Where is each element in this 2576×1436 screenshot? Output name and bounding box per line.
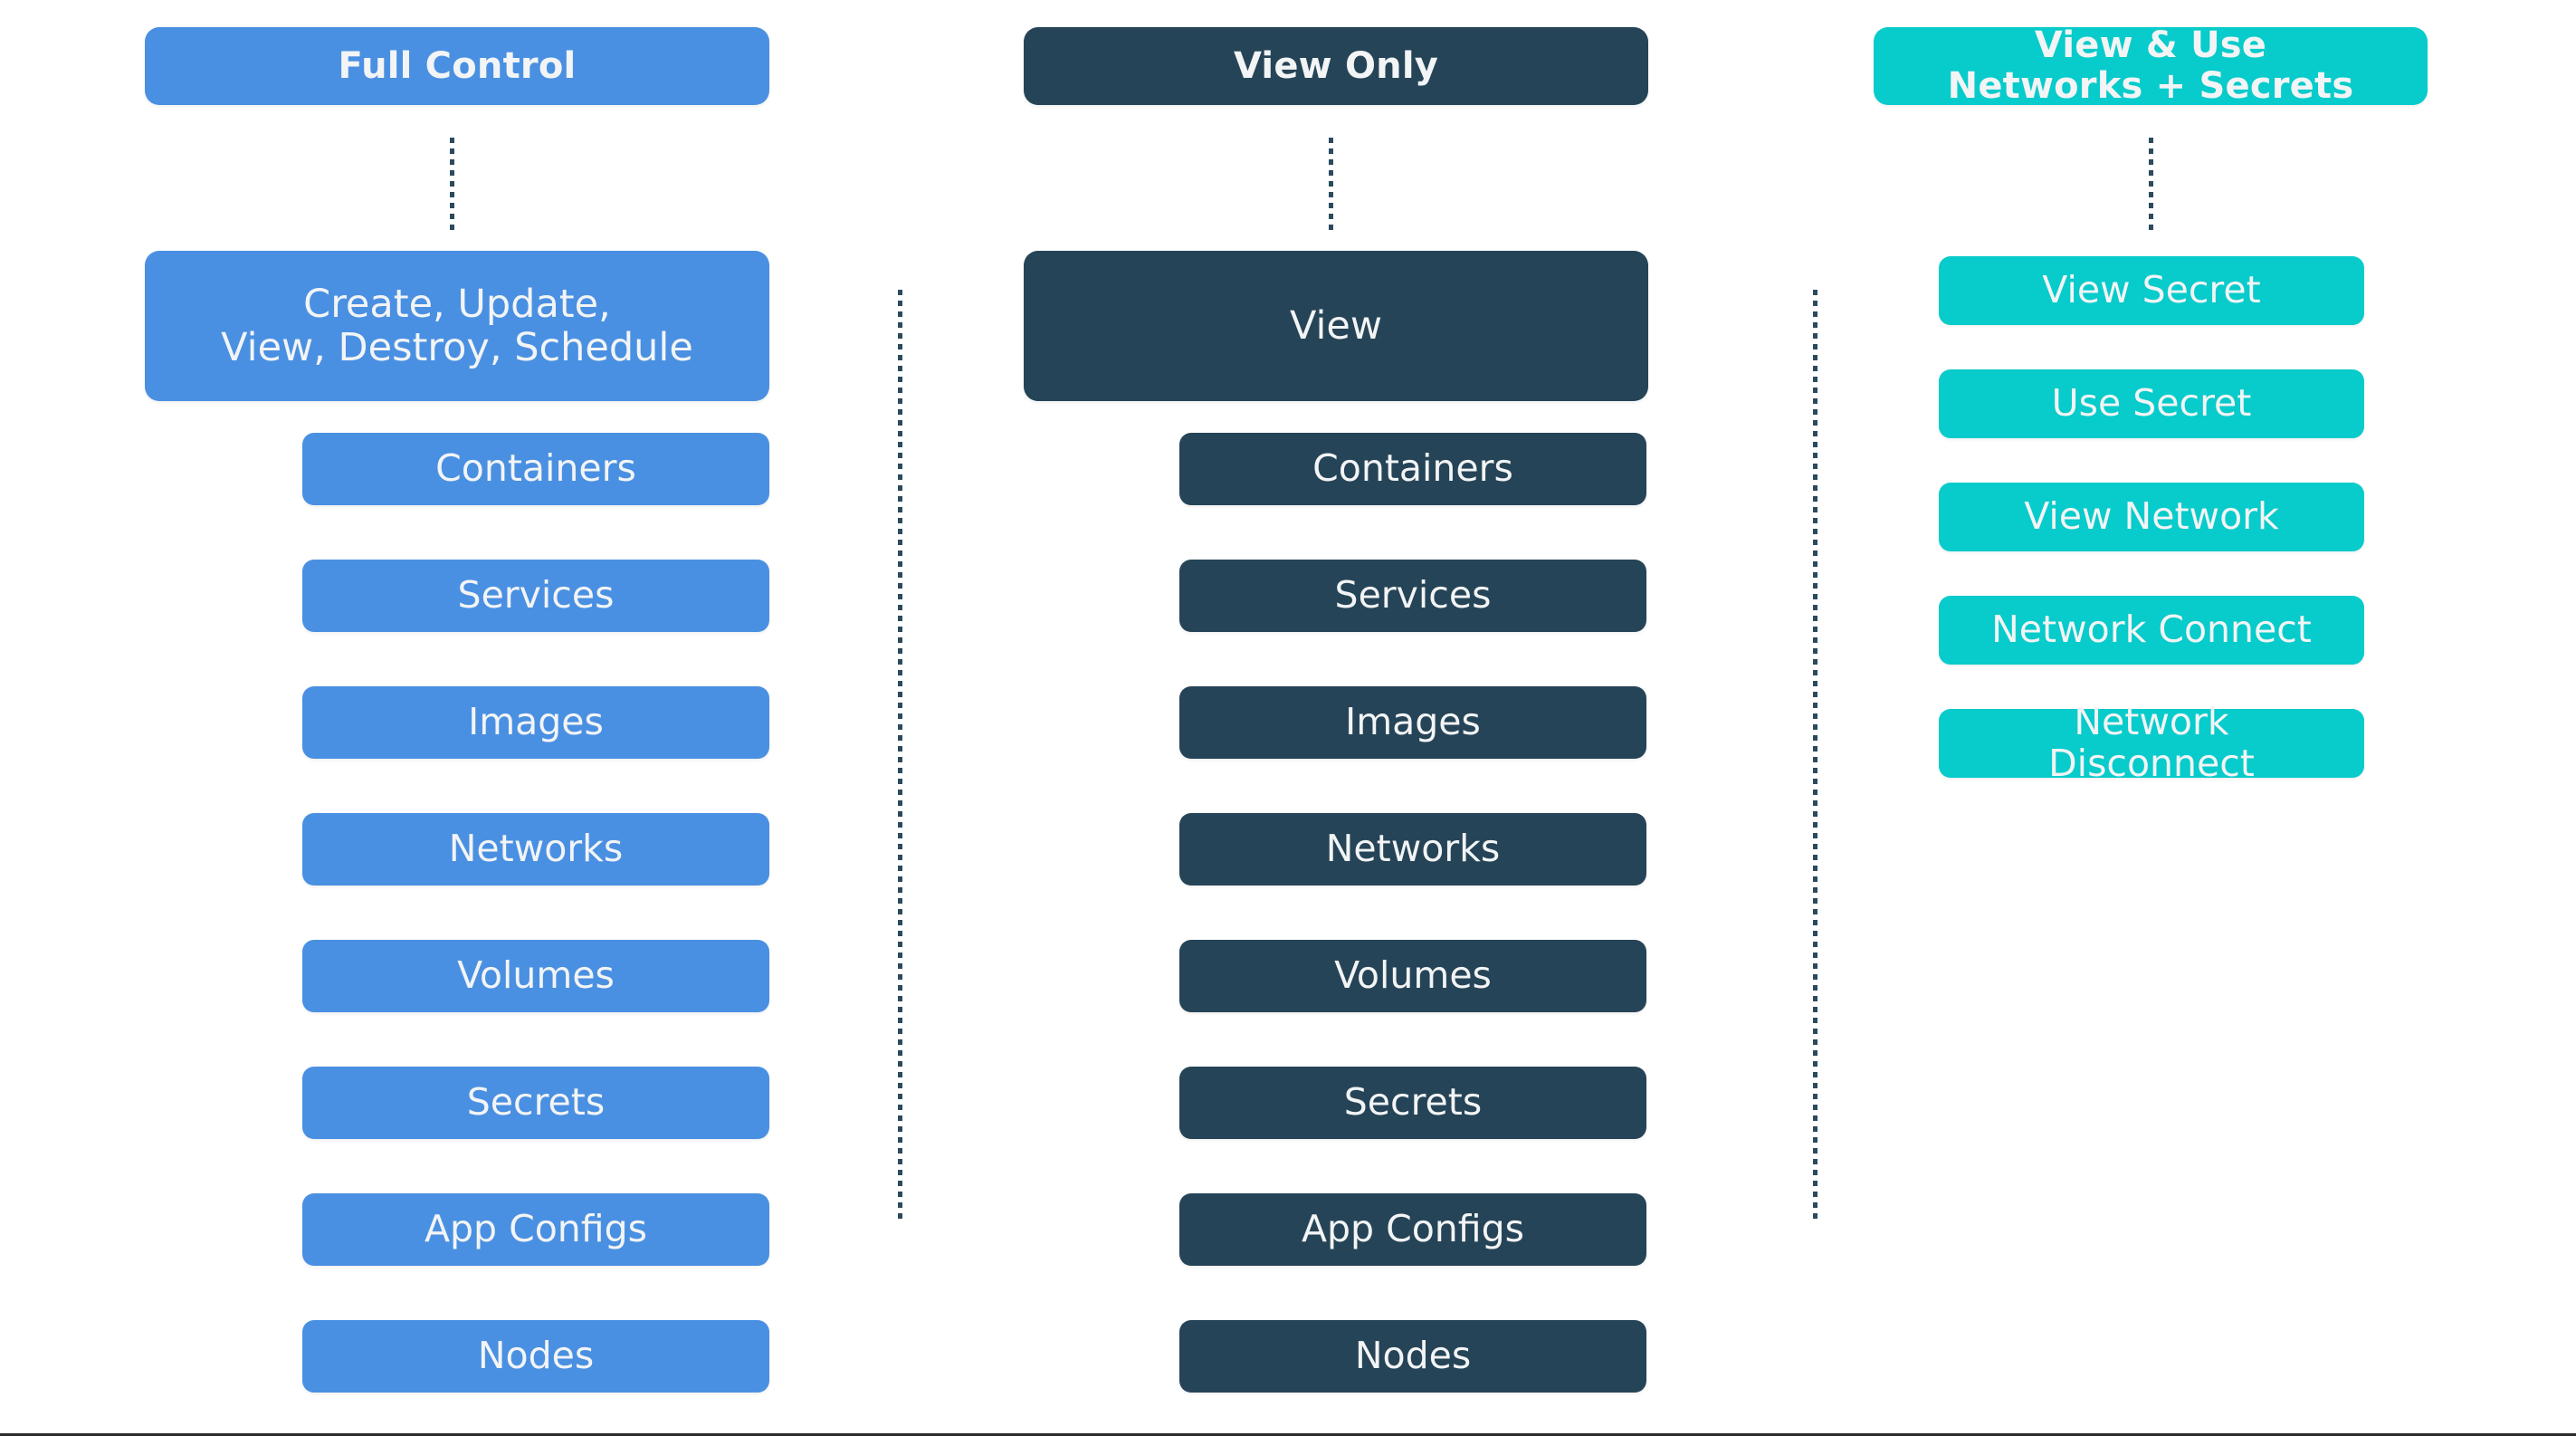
item-box[interactable]: Use Secret — [1939, 369, 2364, 438]
connector-dotted-full-control — [450, 138, 454, 232]
item-box[interactable]: Nodes — [1179, 1320, 1646, 1393]
item-box[interactable]: Secrets — [302, 1067, 769, 1139]
column-summary-view-only[interactable]: View — [1024, 251, 1648, 401]
item-box[interactable]: Secrets — [1179, 1067, 1646, 1139]
bottom-divider — [0, 1433, 2576, 1436]
item-box[interactable]: Networks — [1179, 813, 1646, 886]
item-box[interactable]: Containers — [302, 433, 769, 505]
item-box[interactable]: Services — [1179, 560, 1646, 632]
item-box[interactable]: Volumes — [302, 940, 769, 1012]
item-box[interactable]: Containers — [1179, 433, 1646, 505]
column-summary-full-control[interactable]: Create, Update, View, Destroy, Schedule — [145, 251, 769, 401]
column-separator-2 — [1813, 290, 1818, 1224]
item-box[interactable]: View Network — [1939, 483, 2364, 551]
item-box[interactable]: Volumes — [1179, 940, 1646, 1012]
item-box[interactable]: Network Disconnect — [1939, 701, 2364, 784]
item-box[interactable]: Network Connect — [1939, 596, 2364, 665]
item-box[interactable]: App Configs — [1179, 1193, 1646, 1266]
item-box[interactable]: Nodes — [302, 1320, 769, 1393]
item-box[interactable]: Images — [1179, 686, 1646, 759]
column-header-view-and-use[interactable]: View & Use Networks + Secrets — [1874, 25, 2428, 106]
column-header-full-control[interactable]: Full Control — [145, 27, 769, 105]
connector-dotted-view-and-use — [2149, 138, 2153, 232]
item-box[interactable]: View Secret — [1939, 256, 2364, 325]
connector-dotted-view-only — [1329, 138, 1333, 232]
item-box[interactable]: Networks — [302, 813, 769, 886]
item-box[interactable]: App Configs — [302, 1193, 769, 1266]
column-header-view-only[interactable]: View Only — [1024, 27, 1648, 105]
item-box[interactable]: Images — [302, 686, 769, 759]
column-separator-1 — [898, 290, 902, 1224]
item-box[interactable]: Services — [302, 560, 769, 632]
